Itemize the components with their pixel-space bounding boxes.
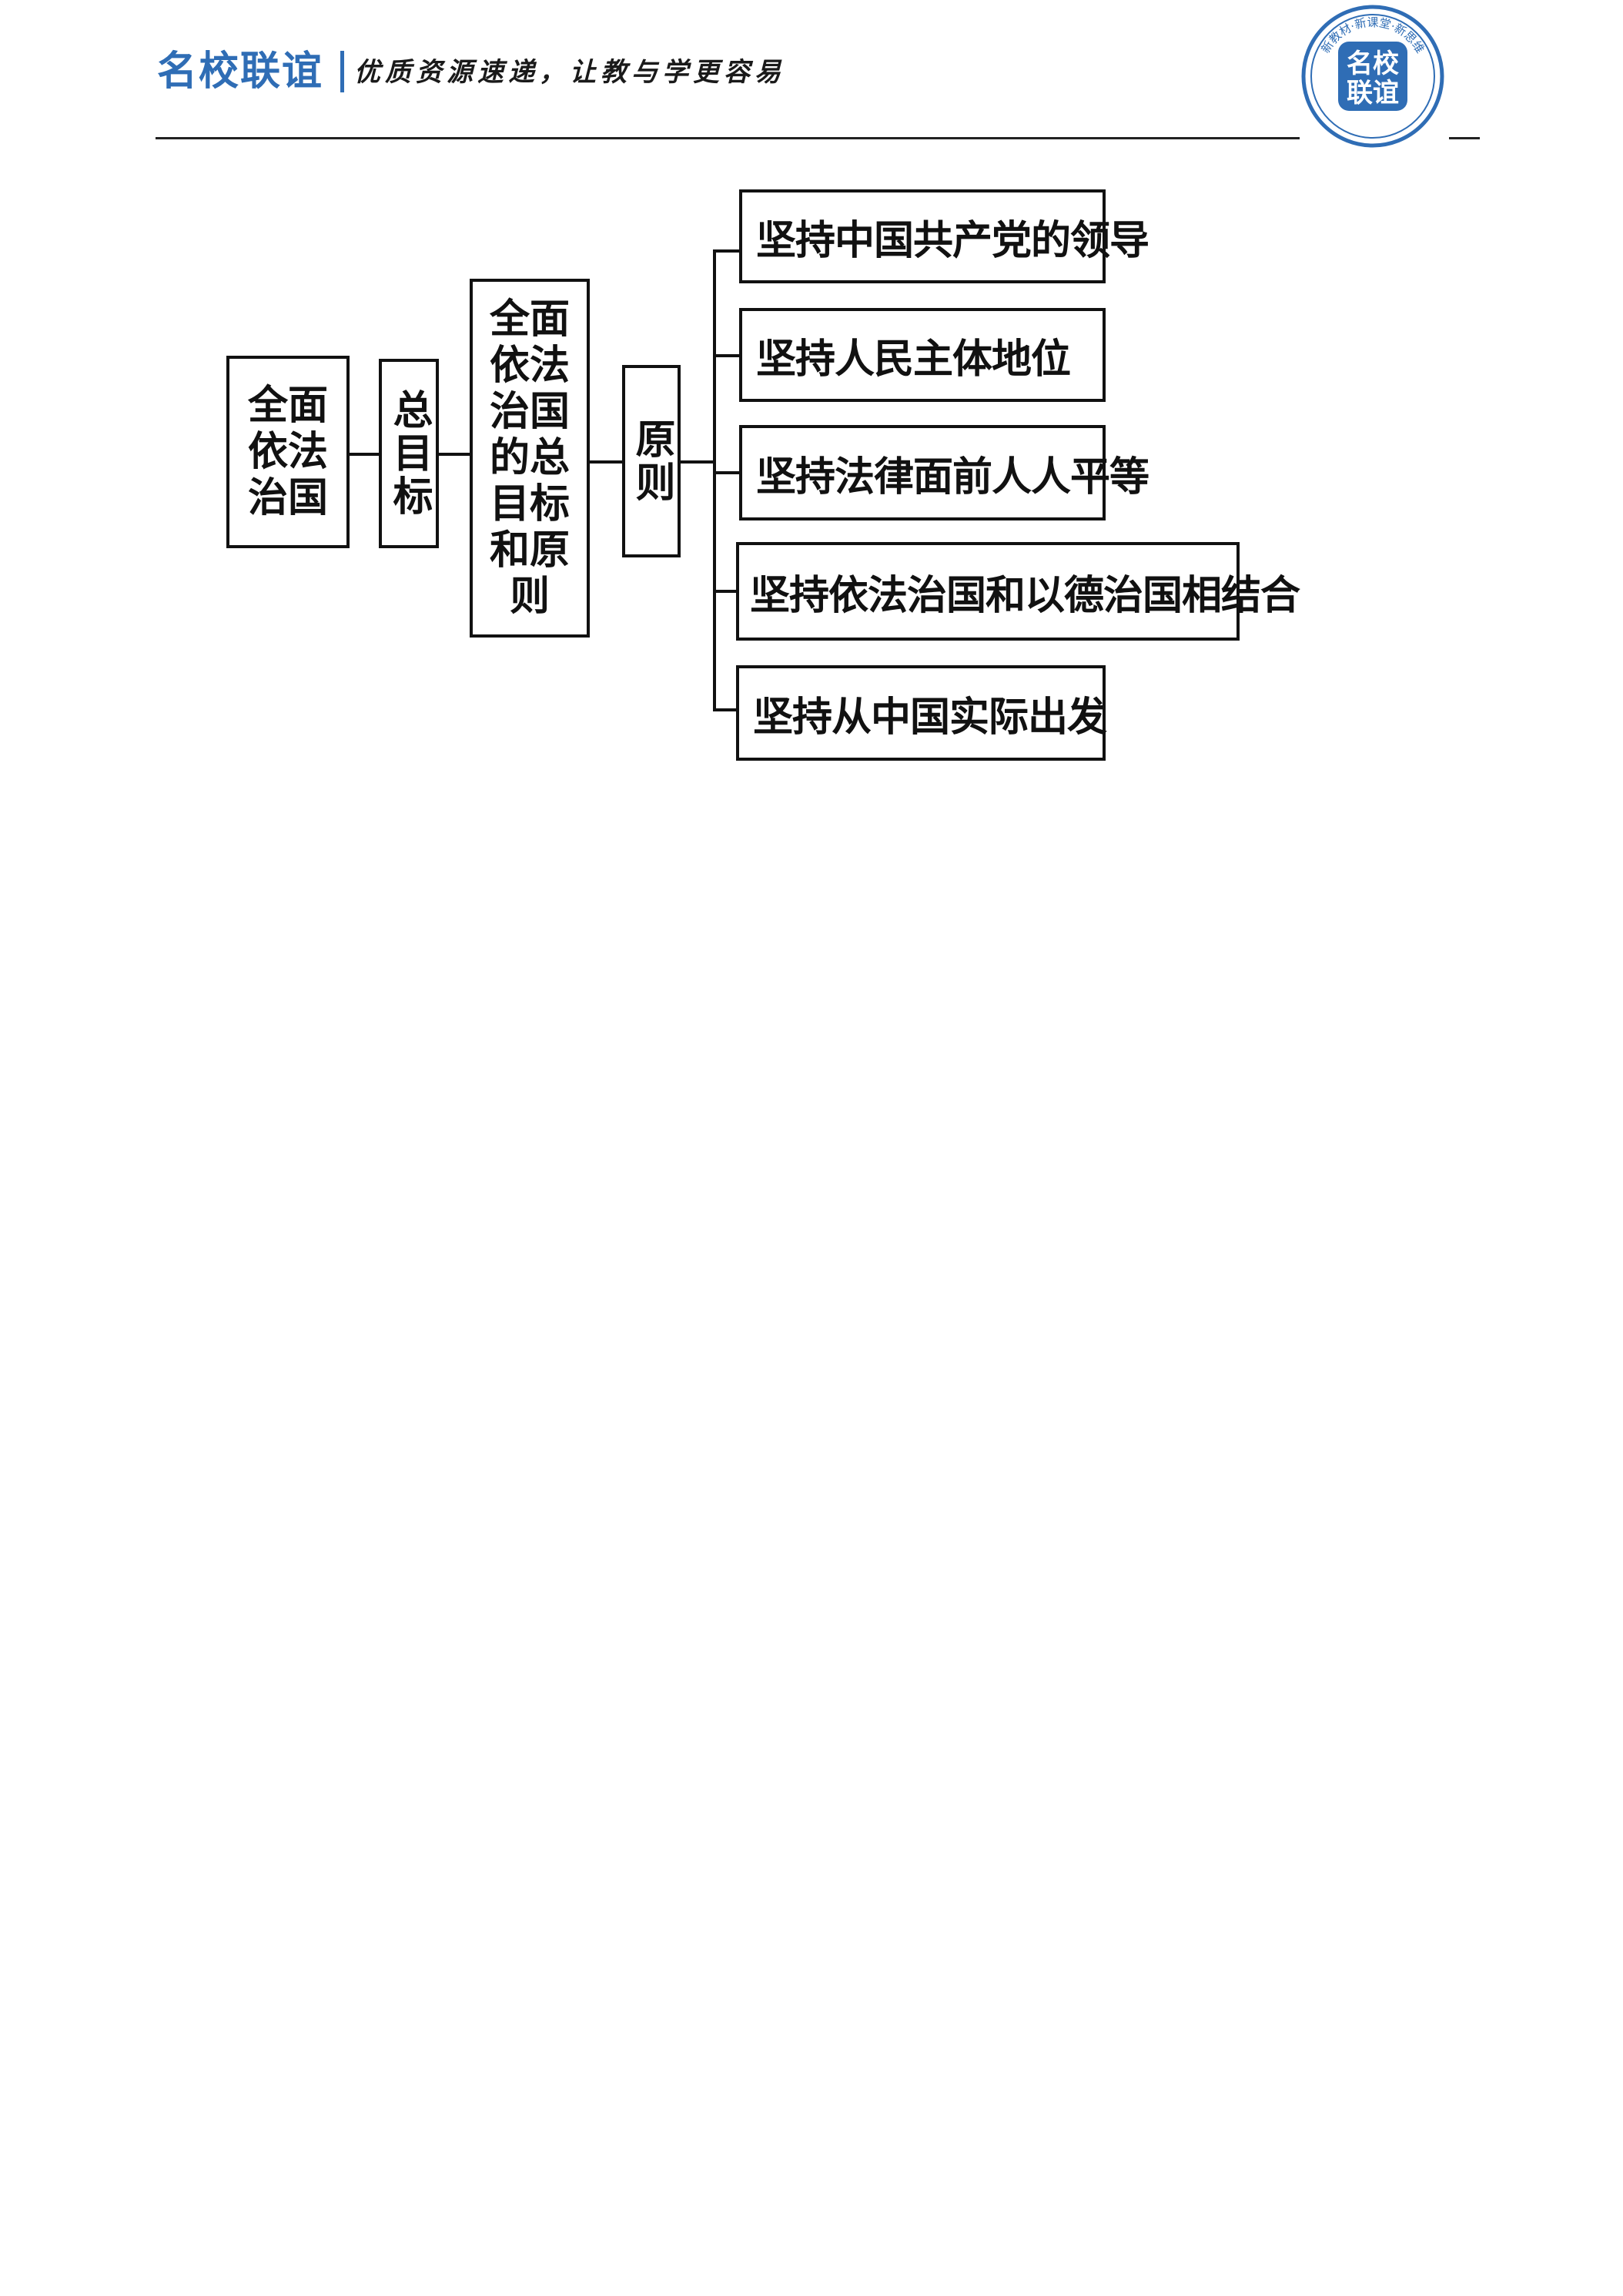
root-node-label: 全面依法治国 xyxy=(247,383,328,521)
principle-item: 坚持人民主体地位 xyxy=(739,308,1106,402)
principles-connector-label: 原则 xyxy=(628,418,674,504)
principle-item: 坚持法律面前人人平等 xyxy=(739,425,1149,520)
knowledge-tree-diagram: 全面依法治国 总目标 全面依法治国的总目标和原则 原则 坚持中国共产党的领导 坚… xyxy=(0,154,1623,785)
header-rule xyxy=(156,137,1300,139)
principles-connector-node: 原则 xyxy=(622,365,681,557)
diagram-connectors xyxy=(348,249,741,711)
principle-item: 坚持依法治国和以德治国相结合 xyxy=(736,542,1300,641)
goal-connector-label: 总目标 xyxy=(386,389,432,518)
principle-item-label: 坚持依法治国和以德治国相结合 xyxy=(750,572,1300,619)
school-seal-logo: 新教材·新课堂·新思维 名校 联谊 xyxy=(1300,3,1446,149)
principle-item: 坚持中国共产党的领导 xyxy=(739,189,1149,283)
header-rule-end xyxy=(1449,137,1480,139)
principle-item: 坚持从中国实际出发 xyxy=(736,665,1107,761)
page-header: 名校联谊 优质资源速递，让教与学更容易 新教材·新课堂·新思维 名校 联谊 xyxy=(0,0,1623,154)
principle-item-label: 坚持法律面前人人平等 xyxy=(756,454,1149,500)
seal-center-text: 名校 xyxy=(1347,49,1399,79)
brand-divider xyxy=(340,51,344,92)
header-slogan: 优质资源速递，让教与学更容易 xyxy=(354,57,785,88)
principle-item-label: 坚持人民主体地位 xyxy=(756,336,1071,383)
goal-node: 全面依法治国的总目标和原则 xyxy=(470,279,590,638)
seal-center-text: 联谊 xyxy=(1347,78,1399,109)
root-node: 全面依法治国 xyxy=(226,356,350,548)
principle-item-label: 坚持中国共产党的领导 xyxy=(756,217,1149,264)
goal-connector-node: 总目标 xyxy=(379,359,439,548)
brand-logo-text: 名校联谊 xyxy=(157,49,324,95)
goal-node-label: 全面依法治国的总目标和原则 xyxy=(489,296,570,620)
principle-item-label: 坚持从中国实际出发 xyxy=(753,694,1107,741)
